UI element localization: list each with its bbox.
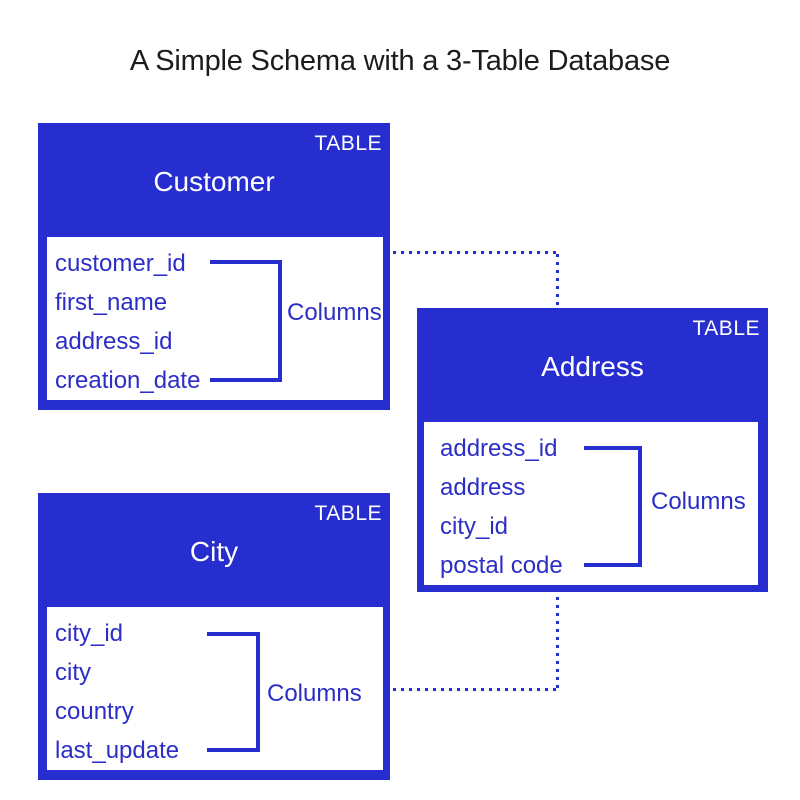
- table-badge: TABLE: [692, 317, 760, 340]
- column-name: country: [55, 698, 134, 725]
- columns-bracket: [210, 260, 282, 382]
- relation-customer-address-line-horizontal: [393, 251, 559, 254]
- columns-bracket: [207, 632, 260, 752]
- diagram-title: A Simple Schema with a 3-Table Database: [129, 45, 671, 77]
- column-list: address_id address city_id postal code: [440, 429, 563, 585]
- table-box-customer: TABLE Customer customer_id first_name ad…: [38, 123, 390, 410]
- column-name: city_id: [55, 620, 124, 647]
- column-name: city_id: [440, 513, 509, 540]
- columns-panel: city_id city country last_update Columns: [47, 607, 383, 770]
- column-name: address: [440, 474, 526, 501]
- column-name: first_name: [55, 289, 168, 316]
- column-list: city_id city country last_update: [55, 614, 179, 770]
- columns-label: Columns: [287, 299, 382, 326]
- table-box-address: TABLE Address address_id address city_id…: [417, 308, 768, 592]
- columns-label: Columns: [267, 680, 362, 707]
- column-name: address_id: [440, 435, 558, 462]
- relation-address-city-line-vertical: [556, 597, 559, 689]
- column-name: customer_id: [55, 250, 186, 277]
- column-name: postal code: [440, 552, 563, 579]
- column-name: last_update: [55, 737, 180, 764]
- column-name: creation_date: [55, 367, 201, 394]
- columns-panel: customer_id first_name address_id creati…: [47, 237, 383, 400]
- table-name-customer: Customer: [153, 166, 275, 197]
- relation-address-city-line-horizontal: [393, 688, 556, 691]
- column-name: city: [55, 659, 91, 686]
- table-badge: TABLE: [314, 132, 382, 155]
- table-badge: TABLE: [314, 502, 382, 525]
- columns-bracket: [584, 446, 642, 567]
- table-box-city: TABLE City city_id city country last_upd…: [38, 493, 390, 780]
- relation-customer-address-line-vertical: [556, 254, 559, 306]
- columns-panel: address_id address city_id postal code C…: [424, 422, 758, 585]
- columns-label: Columns: [651, 488, 746, 515]
- column-list: customer_id first_name address_id creati…: [55, 244, 200, 400]
- column-name: address_id: [55, 328, 173, 355]
- table-name-address: Address: [541, 351, 644, 382]
- table-name-city: City: [189, 536, 239, 567]
